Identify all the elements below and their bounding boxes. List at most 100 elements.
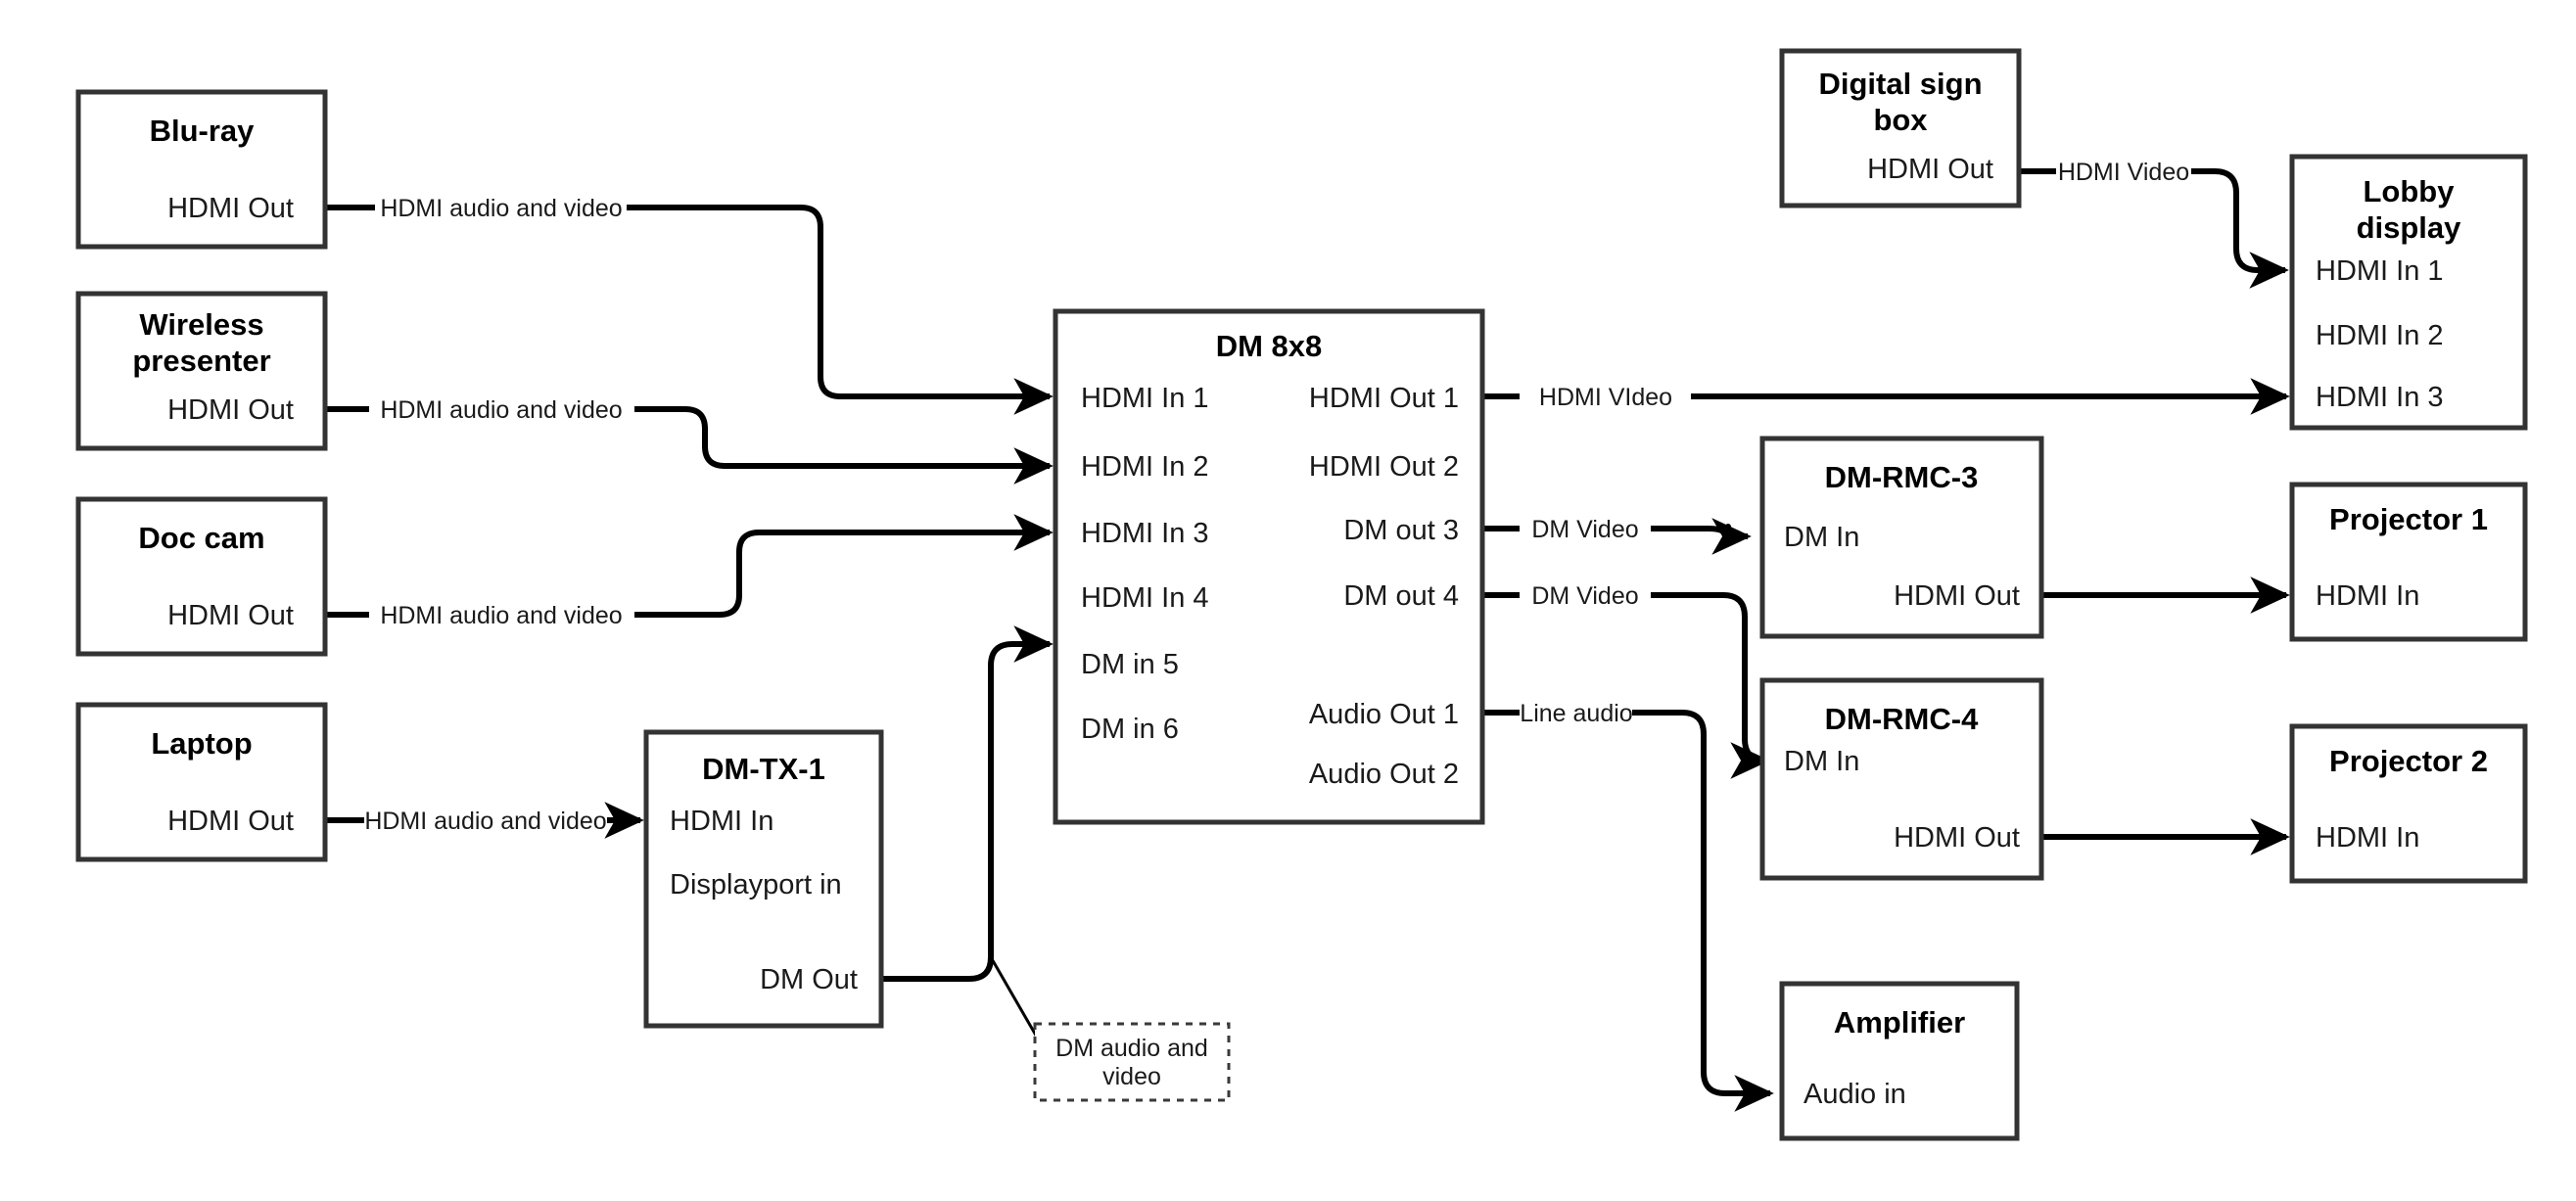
node-bluray-title: Blu-ray — [150, 114, 256, 148]
node-wireless-presenter-box[interactable] — [75, 291, 328, 451]
port-amplifier-audio-in: Audio in — [1803, 1079, 1906, 1110]
node-projector-2-box[interactable] — [2289, 723, 2528, 884]
note-dm-audio-and-video-line2: video — [1102, 1063, 1161, 1090]
connection-dm8x8-to-amplifier: Line audio — [1482, 700, 1770, 1093]
connection-label-dm8x8-to-amplifier: Line audio — [1520, 700, 1632, 727]
node-doc-cam-box[interactable] — [75, 496, 328, 657]
node-bluray[interactable]: Blu-ray HDMI Out — [75, 89, 328, 250]
node-lobby-display[interactable]: Lobby display HDMI In 1 HDMI In 2 HDMI I… — [2289, 154, 2528, 431]
node-laptop-box[interactable] — [75, 702, 328, 862]
port-projector-1-hdmi-in: HDMI In — [2316, 580, 2419, 612]
node-projector-1-box[interactable] — [2289, 482, 2528, 642]
port-dm-8x8-hdmi-in-1: HDMI In 1 — [1081, 383, 1209, 414]
node-digital-sign-box-box[interactable] — [1779, 48, 2022, 208]
note-dm-audio-and-video: DM audio and video — [1033, 1022, 1231, 1102]
port-dm-8x8-hdmi-out-2: HDMI Out 2 — [1309, 451, 1459, 483]
node-dm-8x8-title: DM 8x8 — [1216, 329, 1323, 363]
port-projector-2-hdmi-in: HDMI In — [2316, 822, 2419, 854]
connection-label-signbox-to-lobby: HDMI Video — [2058, 159, 2189, 186]
node-doc-cam[interactable]: Doc cam HDMI Out — [75, 496, 328, 657]
connection-wireless-to-dm8x8: HDMI audio and video — [325, 396, 1050, 466]
wire-path — [325, 532, 1050, 618]
node-dm-rmc-4-title: DM-RMC-4 — [1825, 702, 1979, 736]
wire-path — [1482, 527, 1748, 539]
node-wireless-presenter-title-line1: Wireless — [139, 307, 263, 342]
connection-dm8x8-to-lobby: HDMI VIdeo — [1482, 384, 2286, 411]
port-lobby-display-hdmi-in-3: HDMI In 3 — [2316, 382, 2444, 413]
node-dm-rmc-4[interactable]: DM-RMC-4 DM In HDMI Out — [1759, 677, 2044, 881]
port-dm-8x8-dm-in-5: DM in 5 — [1081, 649, 1179, 680]
node-bluray-box[interactable] — [75, 89, 328, 250]
node-lobby-display-box[interactable] — [2289, 154, 2528, 431]
connection-label-laptop-to-dmtx1: HDMI audio and video — [364, 808, 606, 835]
connection-label-wireless-to-dm8x8: HDMI audio and video — [380, 396, 622, 424]
port-lobby-display-hdmi-in-1: HDMI In 1 — [2316, 255, 2444, 287]
node-projector-1-title: Projector 1 — [2329, 502, 2488, 536]
connection-label-doccam-to-dm8x8: HDMI audio and video — [380, 602, 622, 629]
port-dm-8x8-dm-in-6: DM in 6 — [1081, 714, 1179, 745]
connection-label-dm8x8-to-lobby: HDMI VIdeo — [1539, 384, 1672, 411]
port-dm-8x8-hdmi-in-3: HDMI In 3 — [1081, 518, 1209, 549]
node-laptop-title: Laptop — [151, 726, 252, 761]
node-wireless-presenter[interactable]: Wireless presenter HDMI Out — [75, 291, 328, 451]
connection-signbox-to-lobby: HDMI Video — [2019, 159, 2285, 270]
connection-dm8x8-to-rmc3: DM Video — [1482, 516, 1748, 543]
node-dm-8x8-box[interactable] — [1053, 308, 1485, 825]
node-dm-tx-1-box[interactable] — [643, 729, 884, 1029]
node-amplifier-box[interactable] — [1779, 981, 2020, 1141]
connection-laptop-to-dmtx1: HDMI audio and video — [325, 808, 640, 835]
port-dm-tx-1-hdmi-in: HDMI In — [670, 806, 773, 837]
connection-doccam-to-dm8x8: HDMI audio and video — [325, 532, 1050, 629]
node-wireless-presenter-title-line2: presenter — [132, 344, 270, 378]
wire-path — [325, 205, 1050, 396]
port-dm-8x8-dm-out-4: DM out 4 — [1343, 580, 1459, 612]
port-laptop-hdmi-out: HDMI Out — [167, 806, 294, 837]
node-dm-rmc-4-box[interactable] — [1759, 677, 2044, 881]
node-dm-rmc-3-box[interactable] — [1759, 436, 2044, 639]
node-amplifier-title: Amplifier — [1834, 1005, 1965, 1039]
wire-path — [1482, 710, 1770, 1093]
connection-label-bluray-to-dm8x8: HDMI audio and video — [380, 195, 622, 222]
node-lobby-display-title-line1: Lobby — [2364, 174, 2456, 208]
node-projector-1[interactable]: Projector 1 HDMI In — [2289, 482, 2528, 642]
node-projector-2[interactable]: Projector 2 HDMI In — [2289, 723, 2528, 884]
connection-dmtx1-to-dm8x8 — [881, 625, 1054, 1053]
port-doc-cam-hdmi-out: HDMI Out — [167, 600, 294, 631]
node-dm-rmc-3-title: DM-RMC-3 — [1825, 460, 1979, 494]
connection-label-dm8x8-to-rmc3: DM Video — [1531, 516, 1638, 543]
port-dm-8x8-hdmi-in-4: HDMI In 4 — [1081, 582, 1209, 614]
port-dm-8x8-hdmi-out-1: HDMI Out 1 — [1309, 383, 1459, 414]
node-dm-rmc-3[interactable]: DM-RMC-3 DM In HDMI Out — [1759, 436, 2044, 639]
port-dm-tx-1-dm-out: DM Out — [760, 964, 858, 995]
node-laptop[interactable]: Laptop HDMI Out — [75, 702, 328, 862]
node-projector-2-title: Projector 2 — [2329, 744, 2488, 778]
note-dm-audio-and-video-box — [1033, 1022, 1231, 1102]
node-amplifier[interactable]: Amplifier Audio in — [1779, 981, 2020, 1141]
node-dm-tx-1-title: DM-TX-1 — [702, 752, 825, 786]
port-digital-sign-box-hdmi-out: HDMI Out — [1867, 154, 1993, 185]
node-digital-sign-box-title-line2: box — [1873, 103, 1928, 137]
wire-path — [881, 625, 1054, 982]
wire-path — [1482, 592, 1766, 761]
node-dm-8x8[interactable]: DM 8x8 HDMI In 1 HDMI In 2 HDMI In 3 HDM… — [1053, 308, 1485, 825]
port-dm-rmc-3-hdmi-out: HDMI Out — [1894, 580, 2020, 612]
node-dm-tx-1[interactable]: DM-TX-1 HDMI In Displayport in DM Out — [643, 729, 884, 1029]
port-dm-tx-1-displayport-in: Displayport in — [670, 869, 842, 901]
port-dm-8x8-dm-out-3: DM out 3 — [1343, 515, 1459, 546]
port-bluray-hdmi-out: HDMI Out — [167, 193, 294, 224]
port-dm-8x8-audio-out-2: Audio Out 2 — [1309, 759, 1459, 790]
node-digital-sign-box[interactable]: Digital sign box HDMI Out — [1779, 48, 2022, 208]
port-lobby-display-hdmi-in-2: HDMI In 2 — [2316, 320, 2444, 351]
connection-dm8x8-to-rmc4: DM Video — [1482, 582, 1766, 761]
port-dm-8x8-hdmi-in-2: HDMI In 2 — [1081, 451, 1209, 483]
port-dm-rmc-4-dm-in: DM In — [1784, 746, 1859, 777]
note-dm-audio-and-video-line1: DM audio and — [1055, 1035, 1208, 1062]
port-dm-rmc-4-hdmi-out: HDMI Out — [1894, 822, 2020, 854]
port-wireless-presenter-hdmi-out: HDMI Out — [167, 394, 294, 426]
port-dm-rmc-3-dm-in: DM In — [1784, 522, 1859, 553]
node-digital-sign-box-title-line1: Digital sign — [1818, 67, 1982, 101]
port-dm-8x8-audio-out-1: Audio Out 1 — [1309, 699, 1459, 730]
connection-label-dm8x8-to-rmc4: DM Video — [1531, 582, 1638, 610]
